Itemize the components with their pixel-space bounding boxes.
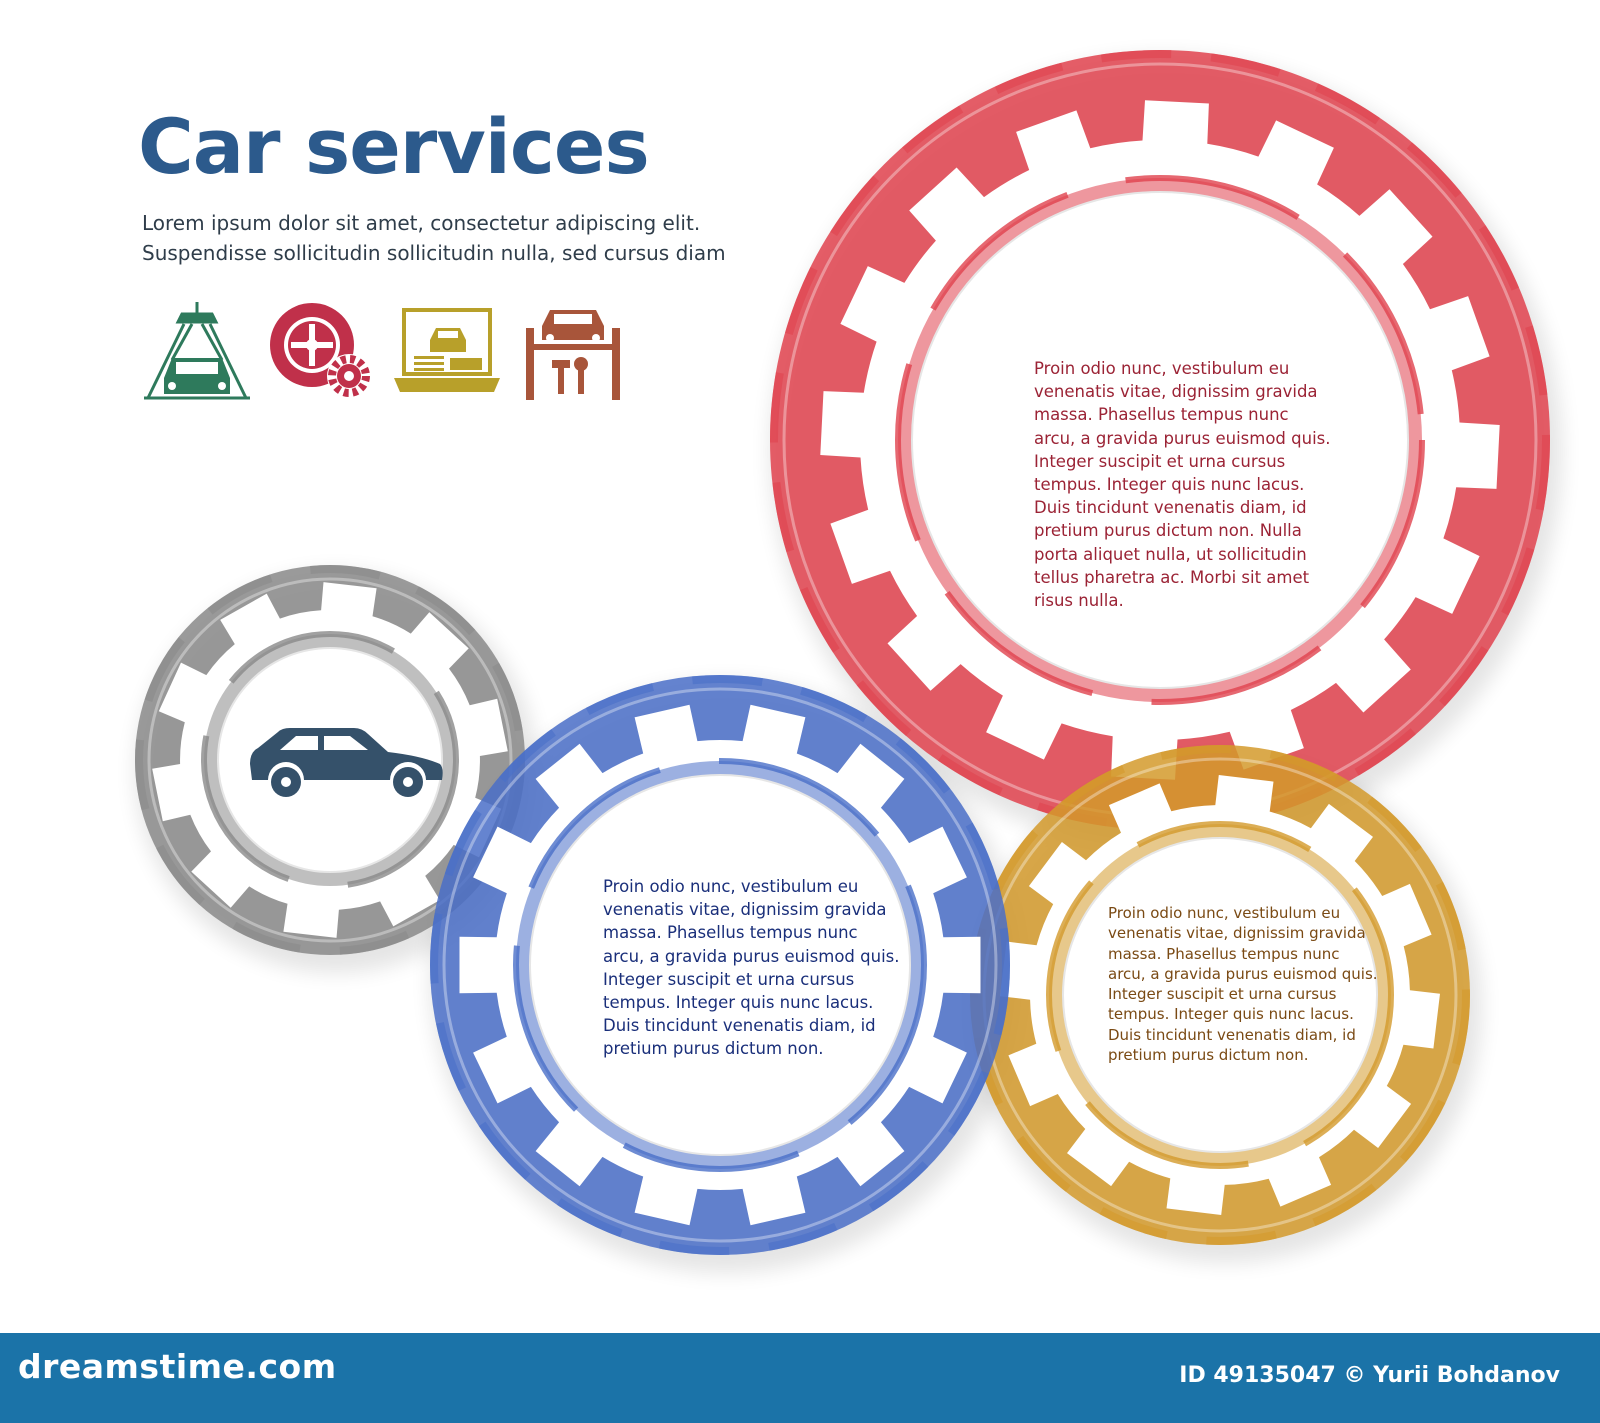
page-title: Car services — [138, 102, 650, 191]
gear-text-line: Integer suscipit et urna cursus — [603, 969, 855, 989]
gear-text-line: venenatis vitae, dignissim gravida — [603, 900, 887, 920]
orange-gear-text: Proin odio nunc, vestibulum eu venenatis … — [1108, 903, 1378, 1065]
gear-text-line: Proin odio nunc, vestibulum eu — [603, 877, 859, 896]
subtitle-line: Suspendisse sollicitudin sollicitudin nu… — [142, 241, 726, 265]
blue-gear-text: Proin odio nunc, vestibulum eu venenatis … — [603, 875, 900, 1061]
gear-text-line: risus nulla. — [1034, 591, 1124, 611]
image-credit: ID 49135047 © Yurii Bohdanov — [1179, 1363, 1560, 1388]
gear-text-line: venenatis vitae, dignissim gravida — [1034, 382, 1318, 402]
laptop-diagnostics-icon — [394, 308, 500, 392]
gear-text-line: arcu, a gravida purus euismod quis. — [1108, 964, 1378, 983]
gear-text-line: Integer suscipit et urna cursus — [1108, 985, 1337, 1004]
red-gear-text: Proin odio nunc, vestibulum eu venenatis … — [1034, 357, 1331, 612]
gear-text-line: venenatis vitae, dignissim gravida — [1108, 924, 1366, 943]
gear-diagram — [135, 50, 1562, 1273]
gear-text-line: Duis tincidunt venenatis diam, id — [603, 1016, 876, 1036]
gear-text-line: porta aliquet nulla, ut sollicitudin — [1034, 544, 1307, 564]
car-wash-icon — [144, 302, 250, 400]
red-gear — [770, 50, 1550, 830]
gear-text-line: massa. Phasellus tempus nunc — [603, 923, 858, 943]
car-icon — [250, 728, 443, 797]
gear-text-line: pretium purus dictum non. Nulla — [1034, 521, 1302, 541]
gear-text-line: massa. Phasellus tempus nunc — [1108, 944, 1340, 963]
gear-text-line: Proin odio nunc, vestibulum eu — [1034, 359, 1290, 378]
gear-text-line: pretium purus dictum non. — [603, 1039, 824, 1059]
blue-gear — [430, 675, 1010, 1255]
car-lift-icon — [526, 310, 620, 400]
gear-text-line: Integer suscipit et urna cursus — [1034, 451, 1286, 471]
gear-text-line: Duis tincidunt venenatis diam, id — [1034, 498, 1307, 518]
gear-text-line: tellus pharetra ac. Morbi sit amet — [1034, 567, 1310, 587]
service-icons — [142, 300, 632, 405]
gear-text-line: massa. Phasellus tempus nunc — [1034, 405, 1289, 425]
gear-text-line: arcu, a gravida purus euismod quis. — [1034, 428, 1331, 448]
subtitle: Lorem ipsum dolor sit amet, consectetur … — [142, 208, 782, 268]
footer-bar: dreamstime.com ID 49135047 © Yurii Bohda… — [0, 1333, 1600, 1423]
gear-text-line: pretium purus dictum non. — [1108, 1046, 1309, 1065]
gear-text-line: tempus. Integer quis nunc lacus. — [1034, 475, 1305, 495]
gear-text-line: tempus. Integer quis nunc lacus. — [1108, 1005, 1354, 1024]
orange-gear — [970, 745, 1470, 1245]
gear-text-line: Proin odio nunc, vestibulum eu — [1108, 904, 1341, 922]
gear-text-line: arcu, a gravida purus euismod quis. — [603, 946, 900, 966]
subtitle-line: Lorem ipsum dolor sit amet, consectetur … — [142, 211, 701, 235]
gear-text-line: Duis tincidunt venenatis diam, id — [1108, 1025, 1356, 1044]
gear-text-line: tempus. Integer quis nunc lacus. — [603, 993, 874, 1013]
wheel-gear-icon — [270, 303, 371, 398]
site-logo[interactable]: dreamstime.com — [18, 1347, 337, 1386]
